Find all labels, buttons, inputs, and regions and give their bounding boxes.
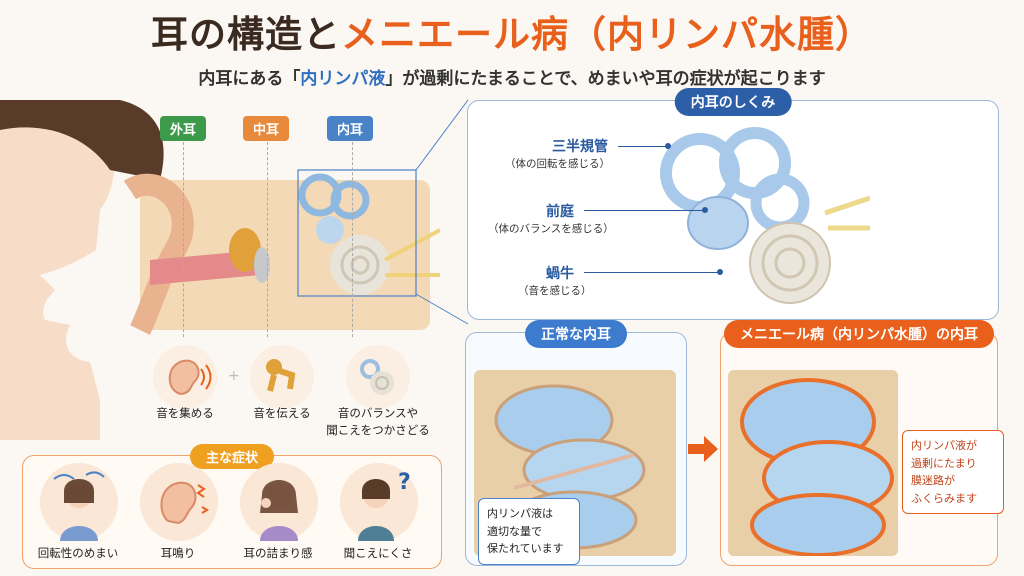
face-profile <box>0 108 115 440</box>
inner-ear-zoom-box <box>297 169 417 297</box>
symptom-hearing-loss: 聞こえにくさ <box>343 546 413 560</box>
plus-sign: + <box>228 368 240 384</box>
label-outer-ear: 外耳 <box>160 116 207 141</box>
divider-inner <box>352 137 353 337</box>
part-cochlea: 蝸牛 <box>546 266 574 282</box>
structure-title: 内耳のしくみ <box>674 88 792 116</box>
pointer-line-3 <box>584 272 719 273</box>
part-cochlea-desc: （音を感じる） <box>518 285 592 297</box>
eardrum <box>254 247 270 283</box>
title-part2: メニエール病（内リンパ水腫） <box>341 13 873 56</box>
ear-icon <box>153 345 217 409</box>
part-semicircular-canals-desc: （体の回転を感じる） <box>505 158 610 170</box>
arrow-right-icon <box>688 436 718 462</box>
symptom-vertigo: 回転性のめまい <box>37 546 119 560</box>
tinnitus-icon <box>140 463 218 541</box>
nerve <box>384 228 440 277</box>
vertigo-icon <box>40 463 118 541</box>
page-subtitle: 内耳にある「内リンパ液」が過剰にたまることで、めまいや耳の症状が起こります <box>0 64 1024 89</box>
inner-ear-diagram <box>660 127 870 304</box>
meniere-title: メニエール病（内リンパ水腫）の内耳 <box>724 320 994 348</box>
inner-ear-small <box>298 173 390 295</box>
part-vestibule: 前庭 <box>546 204 574 220</box>
pointer-line-1 <box>618 146 668 147</box>
inner-ear-icon <box>346 345 410 409</box>
symptoms-title: 主な症状 <box>189 444 275 469</box>
ossicles <box>229 228 261 272</box>
hair <box>0 100 164 180</box>
normal-title: 正常な内耳 <box>525 320 627 348</box>
subtitle-highlight: 内リンパ液 <box>300 69 386 89</box>
function-caption-1: 音を集める <box>156 406 214 420</box>
ear-fullness-icon <box>240 463 318 541</box>
svg-text:?: ? <box>398 470 411 495</box>
hearing-loss-icon: ? <box>340 463 418 541</box>
title-part1: 耳の構造と <box>151 13 341 56</box>
symptom-ear-fullness: 耳の詰まり感 <box>243 546 313 560</box>
meniere-cross-section <box>728 370 898 556</box>
pointer-line-2 <box>584 210 704 211</box>
outer-ear-shape <box>123 173 194 335</box>
label-inner-ear: 内耳 <box>327 116 374 141</box>
ossicles-icon <box>250 345 314 409</box>
subtitle-after: 」が過剰にたまることで、めまいや耳の症状が起こります <box>385 69 826 89</box>
zoom-lines <box>415 99 469 325</box>
label-middle-ear: 中耳 <box>243 116 290 141</box>
vestibule <box>687 196 749 250</box>
pointer-dot-1 <box>665 143 671 149</box>
symptom-tinnitus: 耳鳴り <box>160 546 196 560</box>
page-title: 耳の構造とメニエール病（内リンパ水腫） <box>0 4 1024 58</box>
function-caption-2: 音を伝える <box>253 406 311 420</box>
part-vestibule-desc: （体のバランスを感じる） <box>488 223 614 235</box>
normal-note: 内リンパ液は 適切な量で 保たれています <box>478 498 580 565</box>
ear-anatomy-illustration <box>0 100 440 440</box>
meniere-note: 内リンパ液が 過剰にたまり 膜迷路が ふくらみます <box>902 430 1004 515</box>
pointer-dot-3 <box>717 269 723 275</box>
divider-middle <box>267 137 268 337</box>
function-caption-3: 音のバランスや 聞こえをつかさどる <box>326 406 430 437</box>
subtitle-before: 内耳にある「 <box>198 69 301 89</box>
divider-outer <box>183 137 184 337</box>
part-semicircular-canals: 三半規管 <box>552 139 608 155</box>
pointer-dot-2 <box>702 207 708 213</box>
